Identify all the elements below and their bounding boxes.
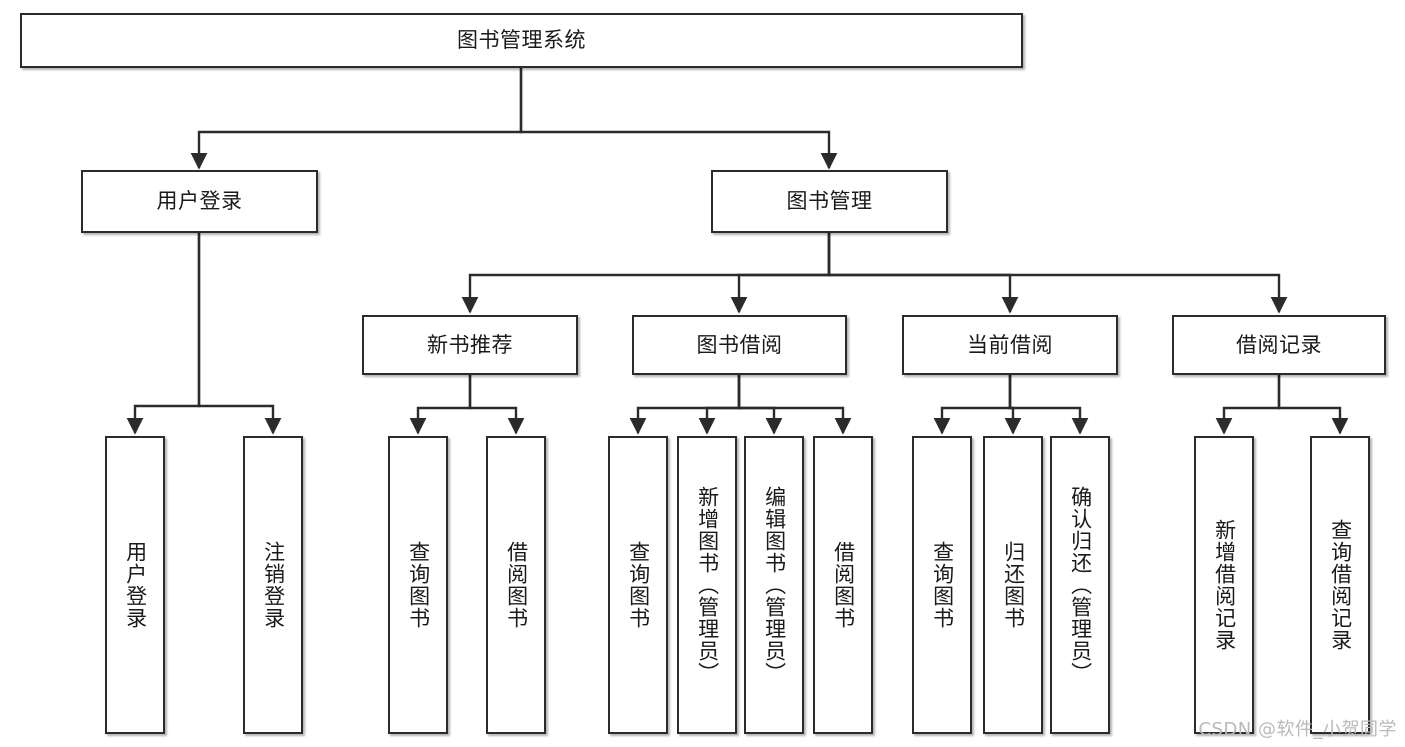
node-book-manage[interactable]: 图书管理 bbox=[711, 170, 948, 233]
node-leaf-query-record[interactable]: 查询借阅记录 bbox=[1310, 436, 1370, 734]
node-leaf-query-book-3-label: 查询图书 bbox=[930, 541, 955, 629]
node-leaf-return-book-label: 归还图书 bbox=[1001, 541, 1026, 629]
node-leaf-confirm-return[interactable]: 确认归还（管理员） bbox=[1050, 436, 1110, 734]
node-new-book-rec[interactable]: 新书推荐 bbox=[362, 315, 578, 375]
node-leaf-add-book[interactable]: 新增图书（管理员） bbox=[677, 436, 737, 734]
node-leaf-query-book-1-label: 查询图书 bbox=[406, 541, 431, 629]
node-leaf-query-book-2[interactable]: 查询图书 bbox=[608, 436, 668, 734]
node-leaf-user-logout[interactable]: 注销登录 bbox=[243, 436, 303, 734]
node-leaf-query-book-1[interactable]: 查询图书 bbox=[388, 436, 448, 734]
node-book-manage-label: 图书管理 bbox=[786, 189, 873, 214]
node-leaf-user-login-label: 用户登录 bbox=[123, 541, 148, 629]
node-leaf-query-book-2-label: 查询图书 bbox=[626, 541, 651, 629]
node-leaf-add-record[interactable]: 新增借阅记录 bbox=[1194, 436, 1254, 734]
node-book-borrow-label: 图书借阅 bbox=[696, 332, 783, 357]
node-leaf-borrow-book-2-label: 借阅图书 bbox=[831, 541, 856, 629]
node-leaf-add-book-label: 新增图书（管理员） bbox=[695, 486, 720, 684]
node-user-login[interactable]: 用户登录 bbox=[81, 170, 318, 233]
node-user-login-label: 用户登录 bbox=[156, 189, 243, 214]
node-leaf-edit-book-label: 编辑图书（管理员） bbox=[762, 486, 787, 684]
node-leaf-borrow-book-2[interactable]: 借阅图书 bbox=[813, 436, 873, 734]
node-root[interactable]: 图书管理系统 bbox=[20, 13, 1023, 68]
node-leaf-query-book-3[interactable]: 查询图书 bbox=[912, 436, 972, 734]
node-new-book-rec-label: 新书推荐 bbox=[427, 332, 513, 357]
node-leaf-user-logout-label: 注销登录 bbox=[261, 541, 286, 629]
node-leaf-add-record-label: 新增借阅记录 bbox=[1212, 519, 1237, 651]
node-leaf-confirm-return-label: 确认归还（管理员） bbox=[1068, 486, 1093, 684]
node-leaf-user-login[interactable]: 用户登录 bbox=[105, 436, 165, 734]
node-current-borrow[interactable]: 当前借阅 bbox=[902, 315, 1118, 375]
node-leaf-query-record-label: 查询借阅记录 bbox=[1328, 519, 1353, 651]
node-leaf-borrow-book-1-label: 借阅图书 bbox=[504, 541, 529, 629]
node-borrow-record[interactable]: 借阅记录 bbox=[1172, 315, 1386, 375]
node-borrow-record-label: 借阅记录 bbox=[1236, 332, 1322, 357]
node-leaf-edit-book[interactable]: 编辑图书（管理员） bbox=[744, 436, 804, 734]
node-leaf-return-book[interactable]: 归还图书 bbox=[983, 436, 1043, 734]
node-current-borrow-label: 当前借阅 bbox=[967, 332, 1053, 357]
node-root-label: 图书管理系统 bbox=[457, 28, 586, 53]
node-leaf-borrow-book-1[interactable]: 借阅图书 bbox=[486, 436, 546, 734]
node-book-borrow[interactable]: 图书借阅 bbox=[632, 315, 847, 375]
csdn-watermark: CSDN @软件_小贺同学 bbox=[1198, 719, 1397, 740]
